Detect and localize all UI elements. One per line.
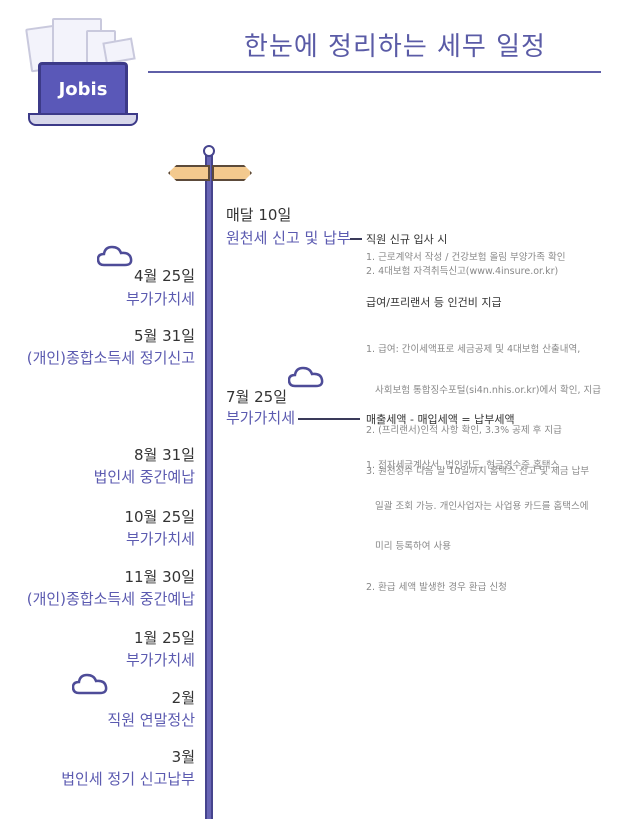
list-item: 1. 급여: 간이세액표로 세금공제 및 4대보험 산출내역, [366,344,581,355]
event-date-oct25: 10월 25일 [124,508,195,526]
list-item: 2. (프리랜서)인적 사항 확인, 3.3% 공제 후 지급 [366,425,562,436]
event-name-apr25: 부가가치세 [125,290,195,308]
vat-heading: 매출세액 - 매입세액 = 납부세액 [366,413,515,426]
event-date-mar: 3월 [171,748,195,766]
monthly-connector [350,238,362,240]
list-item: 1. 근로계약서 작성 / 건강보험 올림 부양가족 확인 [366,252,566,263]
cloud-icon [72,673,108,695]
signpost-left-icon [168,165,210,181]
event-date-may31: 5월 31일 [134,327,195,345]
event-name-aug31: 법인세 중간예납 [93,468,195,486]
monthly-date: 매달 10일 [226,206,292,224]
list-item: 2. 4대보험 자격취득신고(www.4insure.or.kr) [366,265,559,277]
timeline-pole [205,150,213,819]
new-hire-heading: 직원 신규 입사 시 [366,233,448,246]
event-name-feb: 직원 연말정산 [107,711,195,729]
cloud-icon [97,245,133,267]
logo-illustration: Jobis [0,0,140,130]
event-name-jan25: 부가가치세 [125,651,195,669]
cloud-icon [288,366,324,388]
event-name-oct25: 부가가치세 [125,530,195,548]
list-item: 2. 환급 세액 발생한 경우 환급 신청 [366,581,507,593]
payroll-heading: 급여/프리랜서 등 인건비 지급 [366,296,502,309]
page-title: 한눈에 정리하는 세무 일정 [244,32,546,62]
event-name-may31: (개인)종합소득세 정기신고 [26,349,195,367]
laptop-base [28,113,138,126]
pole-cap [203,145,215,157]
event-date-nov30: 11월 30일 [124,568,195,586]
event-date-feb: 2월 [171,689,195,707]
vat-date: 7월 25일 [226,388,287,406]
vat-name: 부가가치세 [226,409,296,427]
list-item: 1. 전자세금계산서, 법인카드, 현금영수증 홈택스 [366,460,560,471]
list-item: 일괄 조회 가능. 개인사업자는 사업용 카드를 홈택스에 [366,500,589,512]
title-underline [148,71,601,73]
payroll-list: 1. 급여: 간이세액표로 세금공제 및 4대보험 산출내역, 사회보험 통합징… [366,316,601,492]
new-hire-list: 1. 근로계약서 작성 / 건강보험 올림 부양가족 확인 2. 4대보험 자격… [366,251,565,278]
list-item: 미리 등록하여 사용 [366,541,452,552]
logo-text: Jobis [58,79,108,100]
mail-icon [102,37,136,65]
list-item: 3. 원천징수 다음 달 10일까지 홈택스 신고 및 세금 납부 [366,465,590,477]
vat-list: 1. 전자세금계산서, 법인카드, 현금영수증 홈택스 일괄 조회 가능. 개인… [366,432,588,608]
signpost-right-icon [212,165,252,181]
event-date-jan25: 1월 25일 [134,629,195,647]
monthly-name: 원천세 신고 및 납부 [226,229,351,247]
event-name-mar: 법인세 정기 신고납부 [61,770,195,788]
event-date-aug31: 8월 31일 [134,446,195,464]
vat-connector [298,418,360,420]
list-item: 사회보험 통합징수포털(si4n.nhis.or.kr)에서 확인, 지급 [366,384,601,396]
event-date-apr25: 4월 25일 [134,267,195,285]
event-name-nov30: (개인)종합소득세 중간예납 [26,590,195,608]
